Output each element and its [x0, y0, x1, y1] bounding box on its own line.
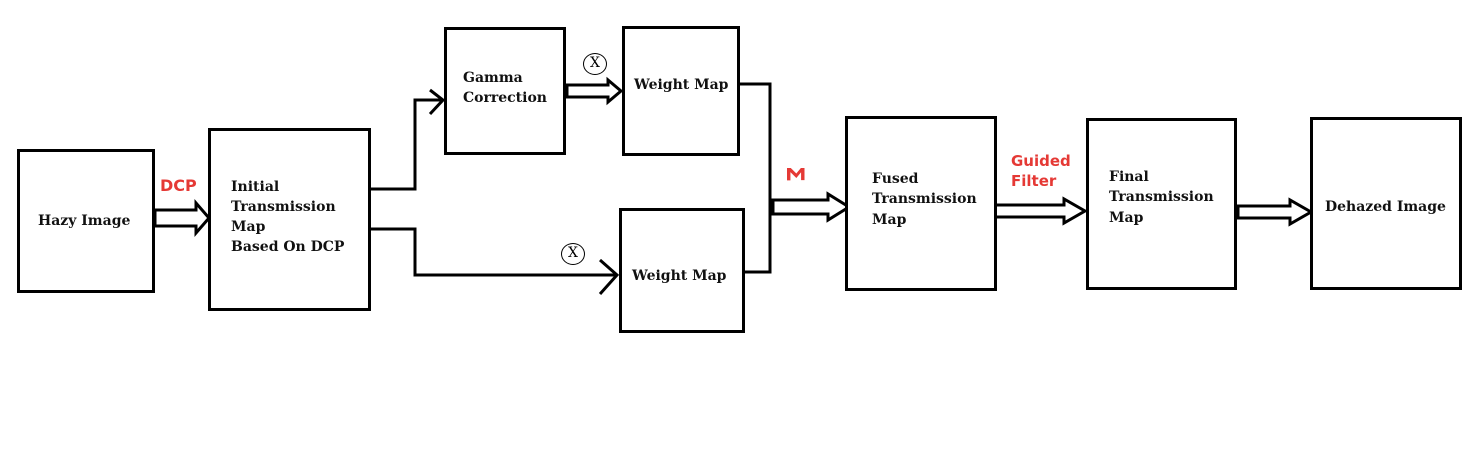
- edge-label-guided-line2: Filter: [1011, 172, 1057, 190]
- node-final-line3: Map: [1109, 210, 1144, 226]
- node-weight-top-label: Weight Map: [634, 77, 729, 93]
- arrowhead-to-gamma: [428, 88, 446, 116]
- multiply-symbol-bottom: X: [561, 243, 585, 265]
- node-initial-transmission: Initial Transmission Map Based On DCP: [208, 128, 371, 311]
- node-dehazed-label: Dehazed Image: [1325, 199, 1446, 215]
- arrowhead-to-weight-bottom: [598, 258, 620, 296]
- node-final-line2: Transmission: [1109, 189, 1214, 205]
- node-gamma-line2: Correction: [463, 90, 547, 106]
- node-hazy-label: Hazy Image: [38, 213, 131, 229]
- arrow-sum: [771, 191, 852, 223]
- node-hazy-image: Hazy Image: [17, 149, 155, 293]
- line-merge-top: [740, 82, 772, 274]
- edge-label-dcp: DCP: [160, 176, 197, 195]
- edge-label-sum-symbol: Σ: [781, 165, 810, 183]
- node-final-transmission: Final Transmission Map: [1086, 118, 1237, 290]
- line-to-weight-bottom: [371, 227, 615, 277]
- multiply-symbol-top: X: [583, 53, 607, 75]
- node-initial-line4: Based On DCP: [231, 239, 345, 255]
- node-fused-line1: Fused: [872, 171, 919, 187]
- node-gamma-line1: Gamma: [463, 70, 523, 86]
- line-to-gamma: [371, 98, 441, 191]
- node-fused-line3: Map: [872, 212, 907, 228]
- arrow-gamma-weight: [565, 76, 624, 106]
- node-gamma-correction: Gamma Correction: [444, 27, 566, 155]
- node-weight-map-bottom: Weight Map: [619, 208, 745, 333]
- node-weight-map-top: Weight Map: [622, 26, 740, 156]
- arrow-guided: [991, 196, 1089, 226]
- node-initial-line2: Transmission: [231, 199, 336, 215]
- arrow-dcp: [153, 198, 211, 238]
- edge-label-guided-line1: Guided: [1011, 152, 1071, 170]
- node-final-line1: Final: [1109, 169, 1149, 185]
- node-dehazed-image: Dehazed Image: [1310, 117, 1462, 290]
- arrow-final-dehazed: [1236, 197, 1315, 227]
- node-initial-line3: Map: [231, 219, 266, 235]
- node-initial-line1: Initial: [231, 179, 280, 195]
- node-fused-line2: Transmission: [872, 191, 977, 207]
- node-weight-bottom-label: Weight Map: [632, 268, 727, 284]
- node-fused-transmission: Fused Transmission Map: [845, 116, 997, 291]
